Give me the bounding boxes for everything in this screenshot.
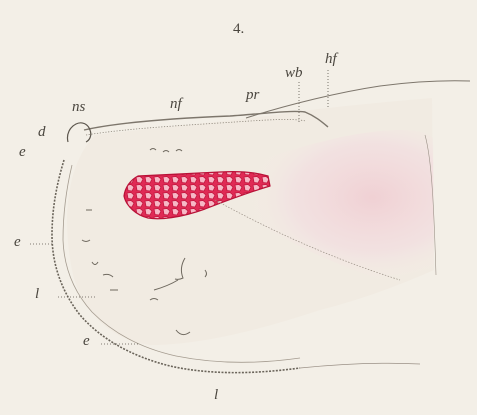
- label-hf: hf: [325, 52, 337, 67]
- label-d: d: [38, 125, 46, 140]
- label-nf: nf: [170, 97, 182, 112]
- bottom-outline: [300, 363, 420, 368]
- label-wb: wb: [285, 66, 303, 81]
- label-pr: pr: [246, 88, 259, 103]
- ns-knob: [67, 123, 90, 142]
- figure-number: 4.: [233, 22, 244, 37]
- label-l-mid: l: [35, 287, 39, 302]
- label-e-low: e: [83, 334, 90, 349]
- label-e-mid: e: [14, 235, 21, 250]
- label-e-top: e: [19, 145, 26, 160]
- label-l-bottom: l: [214, 388, 218, 403]
- label-ns: ns: [72, 100, 85, 115]
